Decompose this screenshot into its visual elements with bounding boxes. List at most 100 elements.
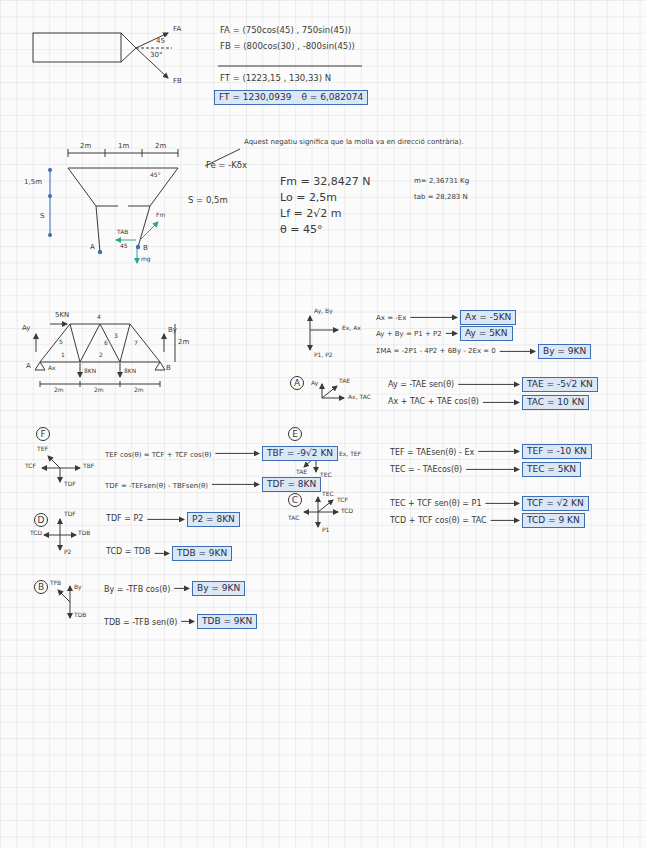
free-body-diagrams — [322, 384, 323, 398]
result-box: TBF = -9√2 KN — [262, 446, 338, 461]
free-body-diagrams — [318, 497, 319, 512]
joint-circle: F — [36, 427, 50, 441]
note-text: TEC — [320, 472, 332, 479]
note-text: TAC — [288, 515, 299, 522]
spring-sketch — [68, 168, 118, 206]
note-text: 30° — [150, 51, 162, 59]
note-text: mg — [141, 256, 151, 263]
free-body-diagrams — [48, 456, 60, 468]
free-body-diagrams — [322, 398, 344, 399]
result-box: By = 9KN — [538, 344, 591, 359]
note-text: TEC = - TAEcos(θ) — [390, 465, 462, 474]
result-arrow — [212, 484, 259, 485]
note-text: Fm — [156, 212, 165, 219]
note-text: 2m — [54, 387, 64, 394]
note-text: 8KN — [84, 368, 96, 375]
result-box: Ax = -5KN — [460, 310, 516, 325]
bracket-sketch — [218, 66, 362, 67]
note-text: 2m — [178, 338, 189, 346]
note-text: tab = 28,283 N — [414, 193, 468, 201]
note-text: 4 — [97, 314, 101, 321]
note-text: Ax — [48, 365, 56, 372]
note-text: 2m — [155, 142, 166, 150]
joint-circle: B — [34, 580, 48, 594]
joint-letter: E — [292, 430, 298, 439]
result-box: TCF = √2 KN — [522, 496, 589, 511]
spring-sketch — [116, 240, 136, 241]
result-text: P2 = 8KN — [192, 514, 235, 524]
note-text: Lo = 2,5m — [280, 192, 337, 205]
note-text: TDF = -TEFsen(θ) - TBFsen(θ) — [105, 482, 208, 490]
note-text: TCD = TDB — [106, 547, 151, 556]
note-text: A — [90, 243, 95, 251]
note-text: 6 — [104, 340, 108, 347]
bracket-sketch — [136, 48, 168, 78]
result-box: By = 9KN — [192, 581, 245, 596]
note-text: A — [26, 362, 31, 370]
note-text: FB = (800cos(30) , -800sin(45)) — [220, 42, 355, 52]
free-body-diagrams — [310, 316, 311, 330]
free-body-diagrams — [60, 468, 61, 482]
spring-sketch — [48, 233, 52, 237]
note-text: TEC — [322, 491, 334, 498]
spring-sketch — [48, 194, 52, 198]
result-text: TDB = 9KN — [202, 616, 252, 626]
joint-circle: A — [290, 376, 304, 390]
joint-letter: B — [38, 583, 44, 592]
note-text: m= 2,36731 Kg — [414, 177, 469, 185]
note-text: Ax + TAC + TAE cos(θ) — [388, 397, 479, 406]
result-box: TAC = 10 KN — [522, 395, 589, 410]
note-text: 1m — [118, 142, 129, 150]
note-text: Lf = 2√2 m — [280, 208, 341, 221]
note-text: TCF — [337, 497, 348, 504]
truss-sketch — [40, 384, 160, 385]
free-body-diagrams — [318, 512, 319, 527]
spring-sketch — [105, 149, 106, 157]
result-text: TCF = √2 KN — [527, 498, 584, 508]
note-text: ΣMA = -2P1 - 4P2 + 6By - 2Ex = 0 — [376, 347, 496, 355]
note-text: TFB — [50, 580, 61, 587]
note-text: 5 — [59, 339, 63, 346]
note-text: S — [40, 212, 44, 220]
note-text: 5KN — [55, 311, 69, 319]
result-arrow — [215, 453, 259, 454]
note-text: 1 — [61, 352, 65, 359]
note-text: FT = (1223,15 , 130,33) N — [220, 74, 331, 84]
result-text: Ax = -5KN — [465, 312, 511, 322]
free-body-diagrams — [58, 590, 70, 602]
truss-sketch — [155, 362, 165, 370]
result-box: TDB = 9KN — [197, 614, 257, 629]
truss-sketch — [120, 363, 121, 377]
spring-sketch — [178, 149, 179, 157]
joint-circle: D — [34, 513, 48, 527]
spring-sketch — [142, 149, 143, 157]
result-text: TEC = 5KN — [527, 464, 576, 474]
result-arrow — [458, 384, 519, 385]
note-text: TDF — [64, 481, 76, 488]
bracket-sketch — [121, 33, 136, 62]
result-text: TCD = 9 KN — [527, 515, 580, 525]
note-text: S = 0,5m — [188, 196, 228, 206]
free-body-diagrams — [42, 468, 60, 469]
spring-sketch — [140, 222, 158, 240]
joint-letter: A — [294, 379, 300, 388]
note-text: Ay — [22, 324, 30, 332]
truss-sketch — [35, 362, 45, 370]
result-arrow — [174, 588, 189, 589]
note-text: FA — [173, 25, 181, 33]
free-body-diagrams — [42, 316, 344, 618]
result-text: Ay = 5KN — [465, 328, 508, 338]
note-text: Ay + By = P1 + P2 — [376, 330, 442, 338]
spring-sketch — [50, 168, 51, 237]
note-text: Ay, By — [314, 308, 333, 315]
truss-sketch — [70, 324, 80, 362]
note-text: TAB — [117, 229, 128, 236]
result-box: P2 = 8KN — [187, 512, 240, 527]
result-arrow — [147, 519, 184, 520]
result-text: θ = 6,082074 — [301, 92, 363, 102]
truss-sketch — [160, 381, 161, 387]
result-arrow — [500, 351, 535, 352]
